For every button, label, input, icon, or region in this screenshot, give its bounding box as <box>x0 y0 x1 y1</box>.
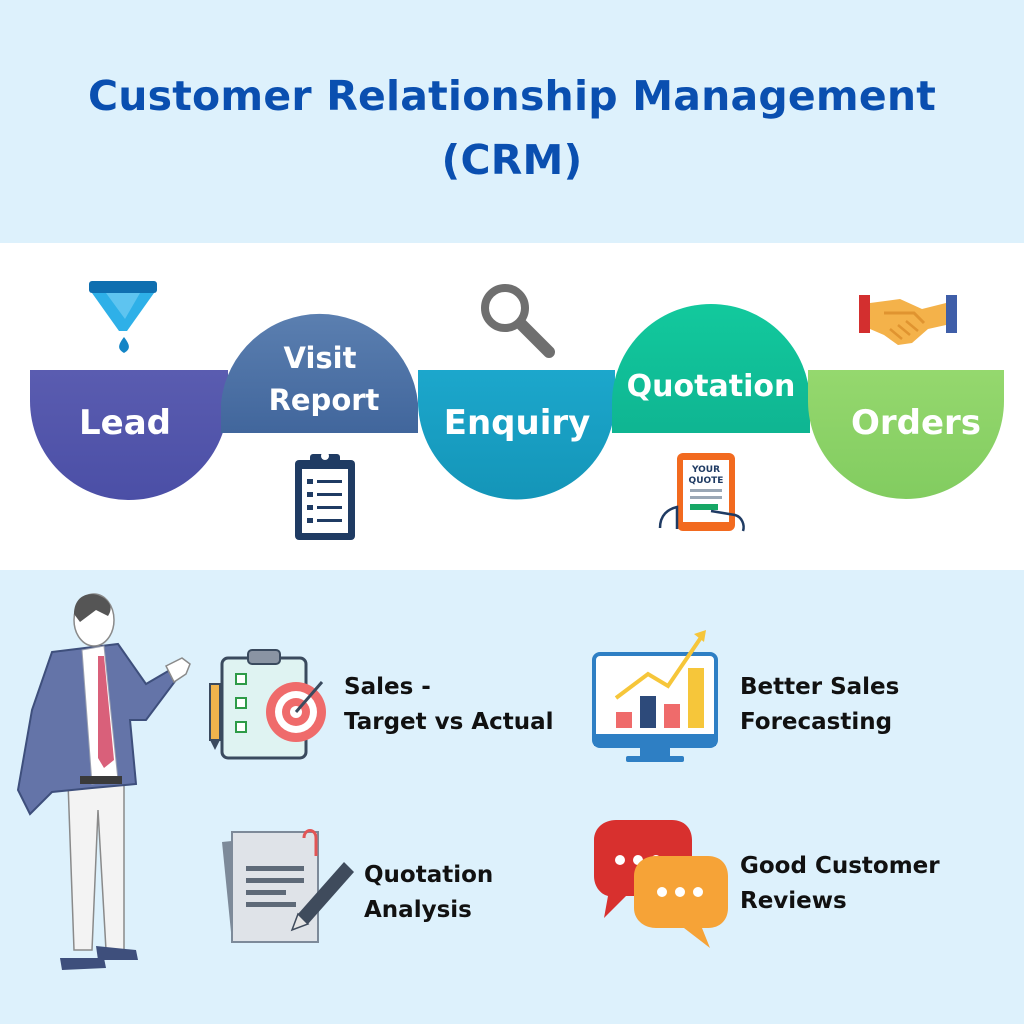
document-pen-icon <box>222 829 354 943</box>
benefits-section: Sales - Target vs Actual Better Sales Fo… <box>0 570 1024 1024</box>
title-area: Customer Relationship Management (CRM) <box>0 0 1024 243</box>
stage-visit-label-line2: Report <box>269 383 380 417</box>
forecast-monitor-icon <box>592 630 718 762</box>
benefit-forecasting: Better Sales Forecasting <box>740 670 899 740</box>
magnifier-icon <box>481 284 555 358</box>
crm-flow-diagram: Lead Visit Report Enquiry Quotation Orde… <box>30 281 1004 540</box>
benefits-illustrations <box>16 593 728 970</box>
benefit-customer-reviews-line1: Good Customer <box>740 853 940 879</box>
crm-flow-band: Lead Visit Report Enquiry Quotation Orde… <box>0 243 1024 570</box>
benefit-quotation-analysis-line1: Quotation <box>364 862 494 888</box>
benefit-forecasting-line2: Forecasting <box>740 709 893 735</box>
page-title: Customer Relationship Management <box>87 72 937 120</box>
benefit-customer-reviews-line2: Reviews <box>740 888 847 914</box>
stage-lead-label: Lead <box>79 403 171 443</box>
businessman-presenting-icon <box>16 593 191 970</box>
benefit-sales-target-line1: Sales - <box>344 674 431 700</box>
benefit-customer-reviews: Good Customer Reviews <box>740 849 940 919</box>
review-bubbles-icon <box>594 820 728 948</box>
quote-tablet-icon: YOUR QUOTE <box>658 453 745 532</box>
benefit-forecasting-line1: Better Sales <box>740 674 900 700</box>
handshake-icon <box>859 295 957 345</box>
stage-lead: Lead <box>30 370 228 500</box>
funnel-icon <box>89 281 157 353</box>
stage-quotation: Quotation <box>612 304 810 433</box>
stage-orders: Orders <box>808 370 1004 499</box>
stage-enquiry: Enquiry <box>418 370 615 500</box>
benefit-sales-target: Sales - Target vs Actual <box>344 670 554 740</box>
quote-tablet-text-1: YOUR <box>691 465 720 475</box>
benefit-quotation-analysis-line2: Analysis <box>364 897 472 923</box>
stage-enquiry-label: Enquiry <box>444 403 591 443</box>
stage-quotation-label: Quotation <box>627 369 796 404</box>
target-clipboard-icon <box>209 649 326 760</box>
benefit-quotation-analysis: Quotation Analysis <box>364 858 493 928</box>
page-subtitle: (CRM) <box>441 136 583 184</box>
clipboard-icon <box>295 452 355 540</box>
stage-visit-report: Visit Report <box>221 313 418 433</box>
stage-visit-label-line1: Visit <box>284 341 357 375</box>
benefit-sales-target-line2: Target vs Actual <box>344 709 554 735</box>
quote-tablet-text-2: QUOTE <box>689 476 724 486</box>
stage-orders-label: Orders <box>851 403 981 443</box>
